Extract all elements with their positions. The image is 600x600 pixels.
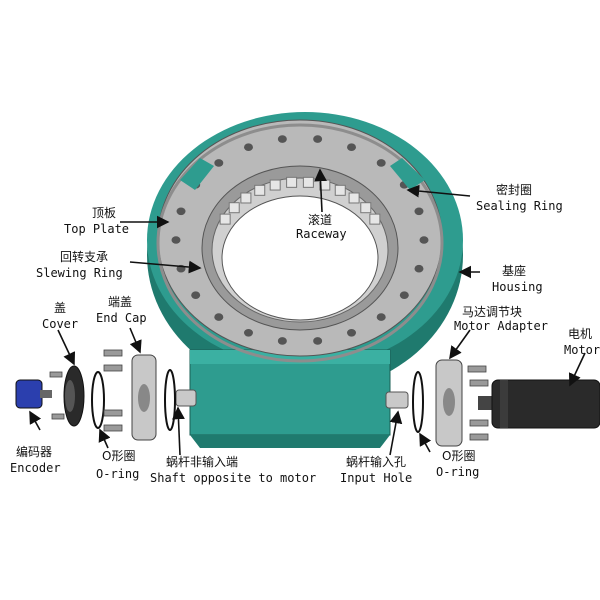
encoder-en: Encoder <box>10 461 61 475</box>
slewing-ring-cn: 回转支承 <box>60 249 108 264</box>
raceway-ball <box>269 179 281 191</box>
slewing-ring-en: Slewing Ring <box>36 266 123 280</box>
end-cap-cn: 端盖 <box>108 295 132 309</box>
input-hole-en: Input Hole <box>340 471 412 485</box>
bolt-hole <box>277 135 287 143</box>
bolt-hole <box>191 291 201 299</box>
top-plate-en: Top Plate <box>64 222 129 236</box>
oring-right-en: O-ring <box>436 465 479 479</box>
bolt-hole <box>414 264 424 273</box>
raceway-ball <box>254 184 266 196</box>
raceway-ball <box>334 184 346 196</box>
raceway-cn: 滚道 <box>308 212 332 227</box>
housing-cn: 基座 <box>502 263 526 278</box>
bolt-hole <box>347 143 357 152</box>
bolt-hole <box>399 291 409 299</box>
bolt-hole <box>243 328 253 337</box>
raceway-ball <box>302 176 314 188</box>
sealing-ring-cn: 密封圈 <box>496 182 532 197</box>
bolt-hole <box>313 337 323 345</box>
cover-cn: 盖 <box>54 301 66 315</box>
oring-right-cn: O形圈 <box>442 449 475 463</box>
bolt-hole <box>171 236 181 244</box>
motor-adapter-en: Motor Adapter <box>454 319 548 333</box>
motor-cn: 电机 <box>568 327 592 341</box>
encoder-part <box>15 379 43 409</box>
oring-left-en: O-ring <box>96 467 139 481</box>
bolt-hole <box>347 328 357 337</box>
labels: 顶板 Top Plate 回转支承 Slewing Ring 滚道 Racewa… <box>10 182 600 485</box>
raceway-ball <box>348 192 360 204</box>
raceway-balls <box>219 176 381 225</box>
input-hole-cn: 蜗杆输入孔 <box>346 454 406 469</box>
right-parts <box>412 359 600 447</box>
oring-left-part <box>91 371 105 429</box>
bolt-hole <box>376 313 386 321</box>
top-plate-cn: 顶板 <box>92 206 116 220</box>
bolt-hole <box>414 207 424 216</box>
raceway-ball <box>360 202 372 214</box>
bolt-hole <box>176 207 186 216</box>
raceway-ball <box>286 176 298 188</box>
raceway-en: Raceway <box>296 227 347 241</box>
bolt-hole <box>419 236 429 244</box>
left-parts <box>15 349 176 441</box>
bolt-hole <box>214 159 224 167</box>
bolt-hole <box>243 143 253 152</box>
cover-en: Cover <box>42 317 78 331</box>
raceway-ball <box>219 213 231 225</box>
motor-part <box>491 379 600 429</box>
raceway-ball <box>369 213 381 225</box>
bolt-hole <box>277 337 287 345</box>
raceway-ball <box>228 202 240 214</box>
end-cap-en: End Cap <box>96 311 147 325</box>
shaft-opposite-cn: 蜗杆非输入端 <box>166 454 238 469</box>
raceway-ball <box>240 192 252 204</box>
sealing-ring-en: Sealing Ring <box>476 199 563 213</box>
oring-left-cn: O形圈 <box>102 449 135 463</box>
top-plate <box>156 119 444 363</box>
bolt-hole <box>376 159 386 167</box>
bolt-hole <box>313 135 323 143</box>
leader-lines <box>29 168 586 456</box>
motor-adapter-cn: 马达调节块 <box>462 305 522 319</box>
encoder-cn: 编码器 <box>16 444 52 459</box>
bolt-hole <box>214 313 224 321</box>
housing-en: Housing <box>492 280 543 294</box>
shaft-opposite-en: Shaft opposite to motor <box>150 471 316 485</box>
motor-en: Motor <box>564 343 600 357</box>
